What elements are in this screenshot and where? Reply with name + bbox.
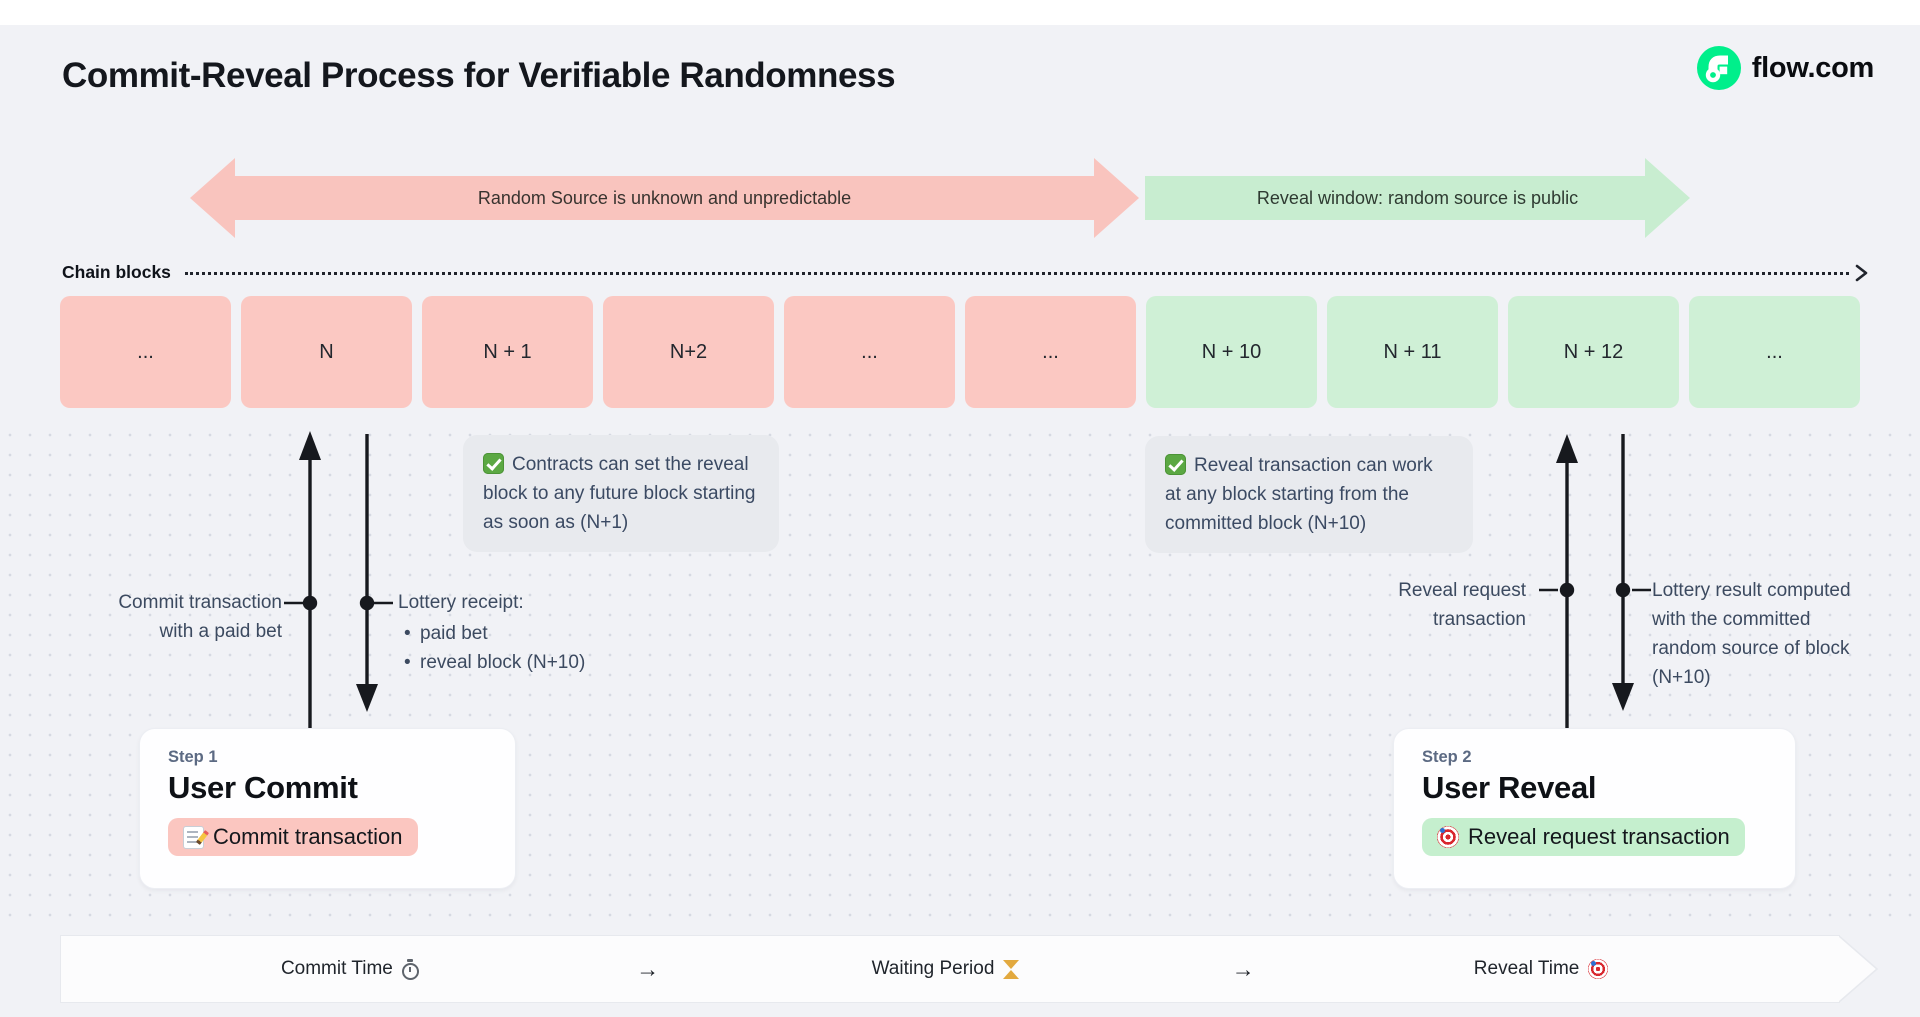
chain-block: N + 10 (1146, 296, 1317, 408)
timeline-bar: Commit Time → Waiting Period → Reveal Ti… (60, 935, 1840, 1003)
lottery-result-label: Lottery result computed with the committ… (1652, 580, 1851, 688)
chain-arrowhead-icon (1855, 264, 1868, 281)
chain-block: N + 1 (422, 296, 593, 408)
timeline-commit-time: Commit Time (201, 958, 499, 980)
hourglass-icon (1003, 959, 1020, 980)
reveal-request-pill: Reveal request transaction (1422, 818, 1745, 856)
chain-block: N+2 (603, 296, 774, 408)
brand-name: flow.com (1751, 51, 1875, 84)
chain-blocks-label: Chain blocks (62, 262, 171, 282)
reveal-note-text: Reveal transaction can work at any block… (1165, 455, 1433, 534)
timeline-arrow-cap (1839, 935, 1879, 1003)
top-strip (0, 0, 1920, 25)
chain-dotted-line (184, 271, 1849, 275)
reveal-request-label: Reveal request transaction (1398, 580, 1526, 630)
lottery-receipt-item: paid bet (398, 619, 638, 648)
commit-pill-label: Commit transaction (213, 824, 403, 849)
commit-time-label: Commit Time (280, 958, 393, 979)
timeline-arrow: → (499, 956, 797, 983)
reveal-note: Reveal transaction can work at any block… (1145, 436, 1473, 553)
flow-logo-icon (1696, 46, 1741, 90)
step-1-title: User Commit (168, 770, 358, 805)
lottery-receipt-label: Lottery receipt: paid bet reveal block (… (398, 588, 638, 677)
reveal-pill-label: Reveal request transaction (1468, 824, 1730, 849)
commit-phase-label: Random Source is unknown and unpredictab… (477, 187, 852, 208)
page-title: Commit-Reveal Process for Verifiable Ran… (62, 56, 896, 95)
arrow-right-icon: → (1231, 955, 1255, 982)
reveal-phase-arrow: Reveal window: random source is public (1145, 158, 1690, 238)
waiting-period-label: Waiting Period (871, 958, 995, 979)
lottery-receipt-list: paid bet reveal block (N+10) (398, 619, 638, 677)
chain-blocks-row: ... N N + 1 N+2 ... ... N + 10 N + 11 N … (60, 296, 1860, 408)
commit-transaction-pill: Commit transaction (168, 818, 418, 856)
reveal-time-label: Reveal Time (1473, 958, 1580, 979)
memo-icon (183, 825, 204, 849)
chain-block: N + 12 (1508, 296, 1679, 408)
lottery-receipt-title: Lottery receipt: (398, 592, 524, 613)
target-icon (1588, 959, 1609, 979)
chain-blocks-axis: Chain blocks (62, 262, 1868, 283)
timeline-reveal-time: Reveal Time (1392, 958, 1690, 980)
target-icon (1437, 826, 1459, 848)
commit-phase-arrow: Random Source is unknown and unpredictab… (190, 158, 1139, 238)
brand-logo: flow.com (1696, 46, 1875, 90)
step-1-eyebrow: Step 1 (168, 748, 218, 766)
check-icon (483, 453, 504, 474)
chain-block: ... (784, 296, 955, 408)
chain-block: ... (965, 296, 1136, 408)
chain-block: N (241, 296, 412, 408)
commit-note: Contracts can set the reveal block to an… (463, 435, 779, 552)
timeline-waiting-period: Waiting Period (797, 958, 1095, 980)
check-icon (1165, 454, 1186, 475)
step-2-eyebrow: Step 2 (1422, 748, 1472, 766)
step-1-card: Step 1 User Commit Commit transaction (139, 728, 516, 889)
chain-block: ... (60, 296, 231, 408)
stopwatch-icon (401, 958, 419, 980)
lottery-receipt-item: reveal block (N+10) (398, 648, 638, 677)
step-2-card: Step 2 User Reveal Reveal request transa… (1393, 728, 1796, 889)
chain-block: ... (1689, 296, 1860, 408)
step-2-title: User Reveal (1422, 770, 1597, 805)
arrow-right-icon: → (636, 955, 660, 982)
commit-note-text: Contracts can set the reveal block to an… (483, 454, 756, 533)
reveal-phase-label: Reveal window: random source is public (1256, 187, 1579, 208)
chain-block: N + 11 (1327, 296, 1498, 408)
commit-transaction-label: Commit transaction with a paid bet (118, 592, 282, 642)
timeline-arrow: → (1094, 956, 1392, 983)
